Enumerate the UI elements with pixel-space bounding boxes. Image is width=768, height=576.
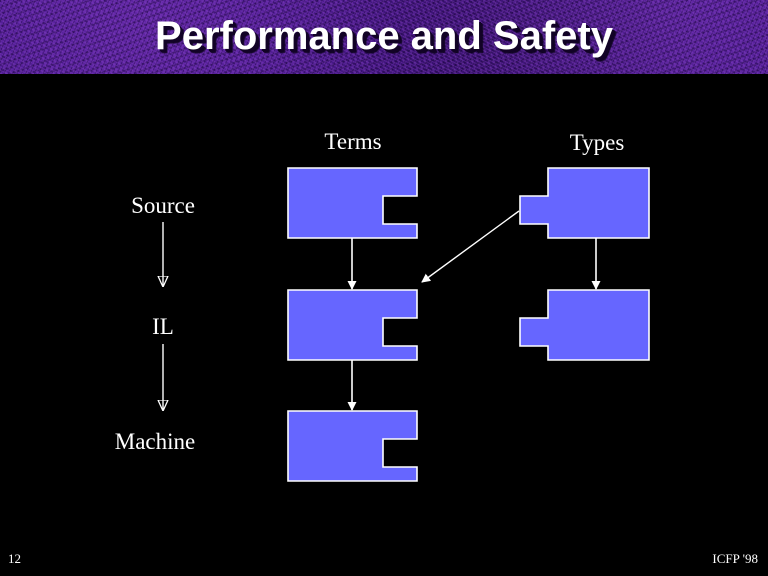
arrow-types-source-to-terms-il xyxy=(421,210,520,283)
terms-il-box xyxy=(287,289,418,361)
terms-source-box xyxy=(287,167,418,239)
types-il-box xyxy=(519,289,650,361)
row-label-source: Source xyxy=(131,193,195,218)
title-banner: Performance and Safety xyxy=(0,0,768,74)
column-header-types: Types xyxy=(569,130,625,155)
footer-page-number: 12 xyxy=(8,551,21,566)
row-label-machine: Machine xyxy=(114,429,196,454)
types-source-box xyxy=(519,167,650,239)
row-label-il: IL xyxy=(152,314,174,339)
column-header-terms: Terms xyxy=(324,129,382,154)
slide-title: Performance and Safety xyxy=(155,14,613,58)
terms-machine-box xyxy=(287,410,418,482)
footer-conference-label: ICFP '98 xyxy=(712,551,758,566)
